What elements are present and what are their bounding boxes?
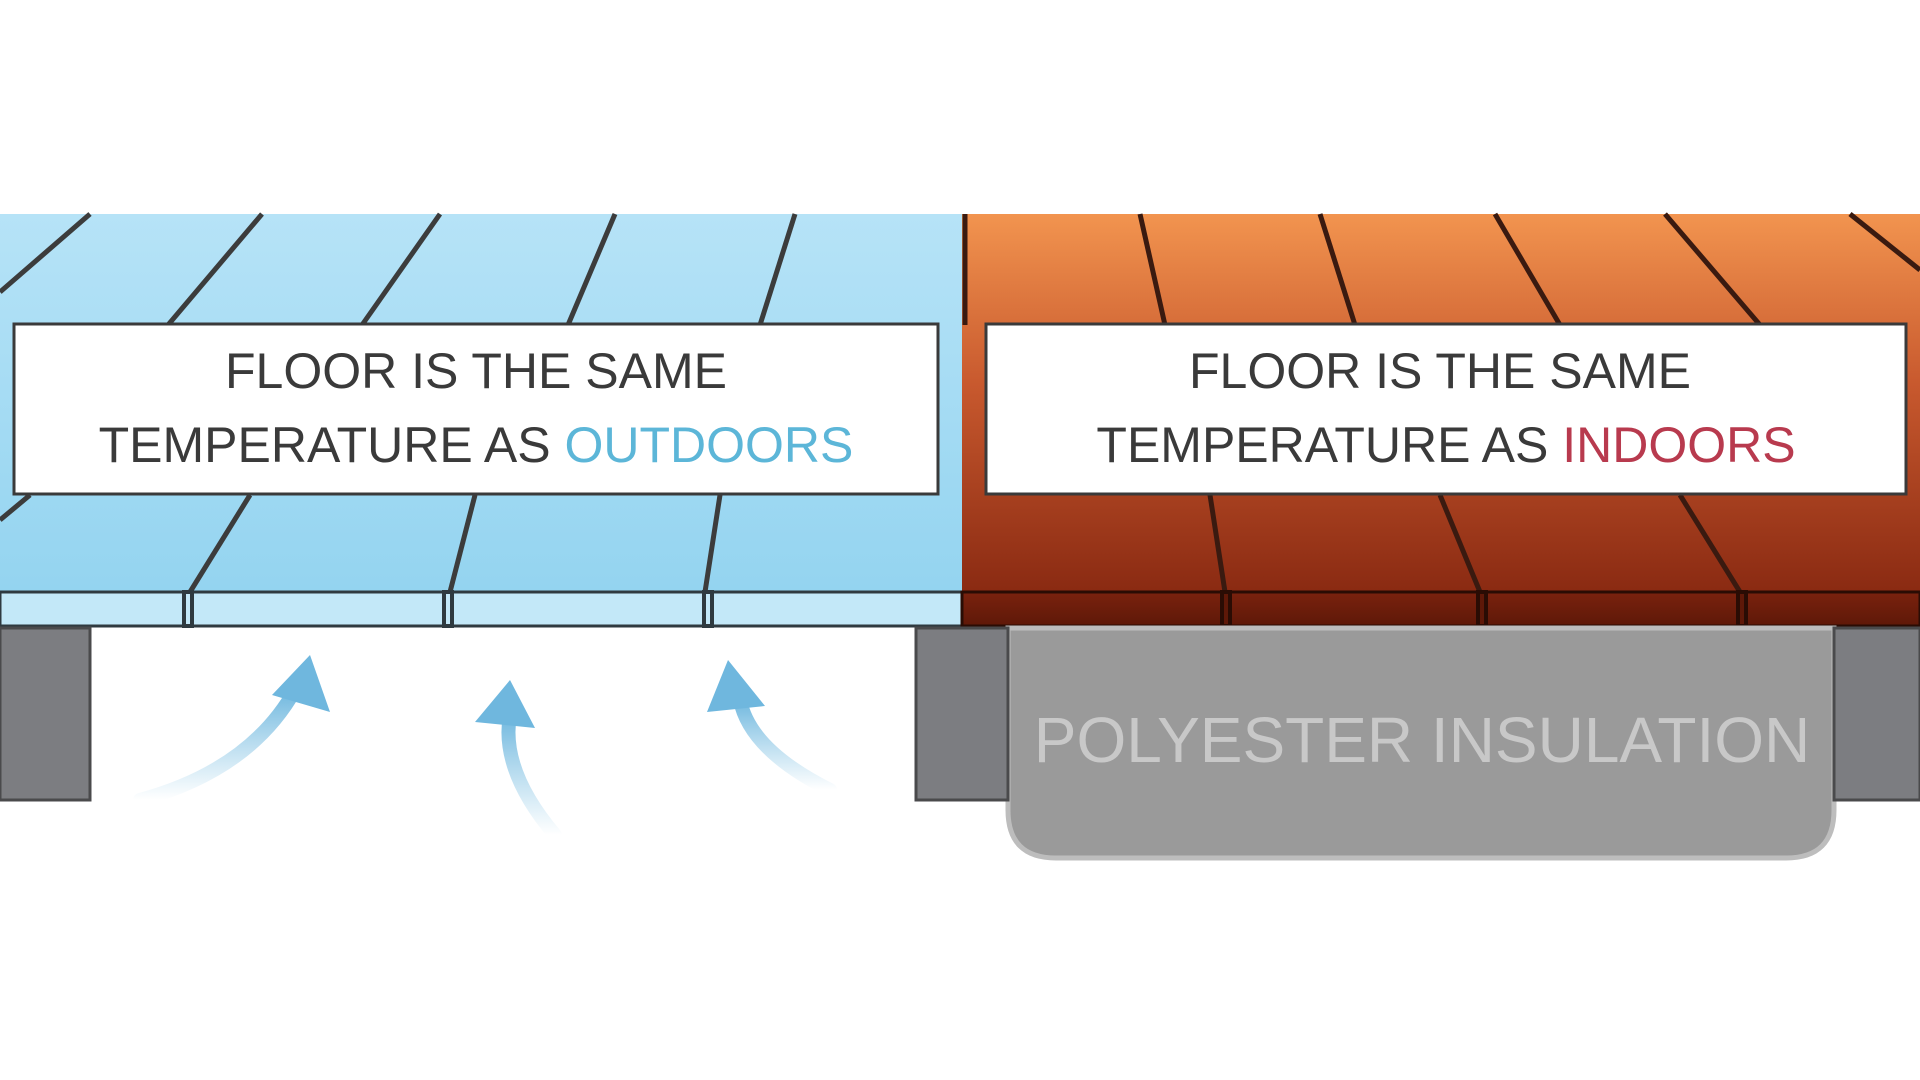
warm-joist-left [914,626,1010,802]
curved-arrow-up-icon [475,680,562,842]
curved-arrow-up-icon [133,655,330,807]
warm-floor-section: POLYESTER INSULATION [914,212,1920,861]
insulation-block [1005,625,1837,861]
warm-floor-edge [960,590,1920,628]
insulation-label: POLYESTER INSULATION [1034,704,1810,776]
warm-label-line1: FLOOR IS THE SAME [1189,343,1691,399]
curved-arrow-up-icon [707,660,837,797]
warm-joist-right [1832,626,1920,802]
warm-board-seams [962,212,1920,594]
warm-label-prefix: TEMPERATURE AS [1096,417,1562,473]
warm-label-line2: TEMPERATURE AS INDOORS [1096,417,1795,473]
cold-label-box: FLOOR IS THE SAME TEMPERATURE AS OUTDOOR… [12,322,940,496]
cold-label-line2: TEMPERATURE AS OUTDOORS [99,417,854,473]
cold-floor-edge [0,590,964,628]
cold-air-arrows [133,655,837,842]
cold-board-seams [0,212,798,594]
cold-label-highlight: OUTDOORS [564,417,853,473]
cold-label-prefix: TEMPERATURE AS [99,417,565,473]
warm-label-highlight: INDOORS [1562,417,1795,473]
cold-board-splits [182,590,714,628]
cold-joist-left [0,626,92,802]
cold-label-line1: FLOOR IS THE SAME [225,343,727,399]
warm-label-box: FLOOR IS THE SAME TEMPERATURE AS INDOORS [984,322,1908,496]
